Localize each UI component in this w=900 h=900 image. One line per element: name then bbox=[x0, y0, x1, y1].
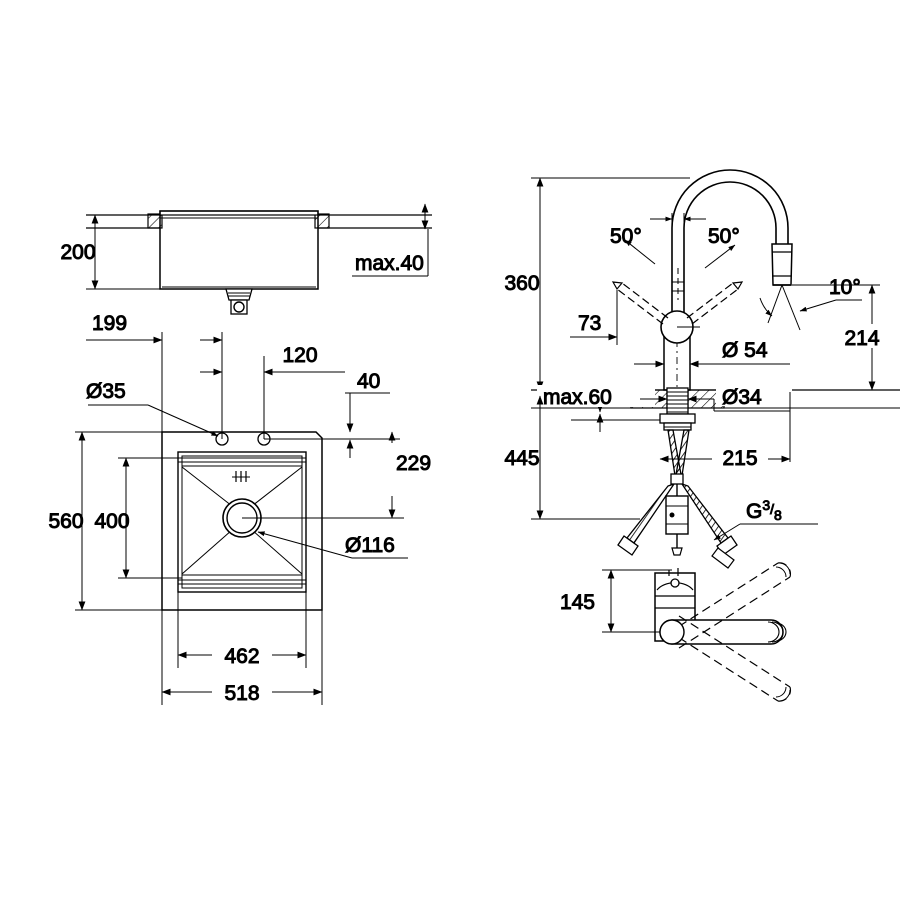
dim-10-label: 10° bbox=[829, 276, 861, 299]
dim-462-label: 462 bbox=[224, 645, 259, 668]
hose-connector bbox=[670, 473, 684, 485]
spray-head-body bbox=[771, 243, 793, 286]
fixing-washer bbox=[659, 413, 696, 424]
swivel-pivot bbox=[659, 619, 685, 645]
dim-518-mask bbox=[212, 679, 272, 703]
dim-400-label: 400 bbox=[94, 510, 129, 533]
dim-d116-leader-diag bbox=[257, 531, 353, 559]
lever-tip-right bbox=[731, 281, 744, 291]
dim-g38-numerator: 3 bbox=[762, 497, 770, 513]
dim-d54-label: Ø 54 bbox=[722, 339, 768, 362]
dim-214-label: 214 bbox=[844, 327, 879, 350]
lever-swing-right-b bbox=[691, 288, 739, 325]
dim-73-label: 73 bbox=[578, 312, 601, 335]
waste-port bbox=[233, 301, 245, 313]
dim-40-label: 40 bbox=[357, 370, 380, 393]
swing-upper-rings bbox=[775, 562, 791, 578]
spray-tilt-line-b bbox=[767, 284, 783, 324]
tap-swivel-plan-view: 145 bbox=[559, 562, 792, 702]
swing-upper-cap bbox=[777, 562, 792, 578]
dim-d116-label: Ø116 bbox=[345, 534, 395, 557]
dim-50-left-label: 50° bbox=[610, 225, 642, 248]
dim-560-label: 560 bbox=[48, 510, 83, 533]
dim-50-left-leader bbox=[624, 239, 656, 265]
dim-215-label: 215 bbox=[722, 447, 757, 470]
dim-360-label: 360 bbox=[504, 272, 539, 295]
dim-d35-label: Ø35 bbox=[86, 380, 126, 403]
bowl-diagonal-tr bbox=[251, 466, 303, 507]
worktop-hatch-left bbox=[147, 213, 163, 229]
dim-max60-mask bbox=[537, 385, 655, 407]
dim-10-arc-left bbox=[759, 297, 773, 317]
dim-d34-label: Ø34 bbox=[722, 386, 762, 409]
spout-swing-caps bbox=[777, 562, 792, 702]
bowl-diagonal-bl bbox=[181, 529, 233, 575]
dim-g38-letter: G bbox=[746, 500, 762, 523]
bowl-diagonal-tl bbox=[181, 466, 233, 507]
dim-445-label: 445 bbox=[504, 447, 539, 470]
swing-upper-b bbox=[678, 576, 791, 649]
dim-50-right-leader bbox=[704, 244, 736, 269]
lever-swing-left-b bbox=[616, 288, 664, 325]
counterweight-screw bbox=[669, 512, 675, 518]
lever-tip-left bbox=[611, 281, 624, 291]
dim-d34-mask bbox=[716, 384, 792, 406]
hose-thread-right bbox=[711, 547, 735, 569]
swing-lower-cap bbox=[777, 686, 792, 702]
dim-g38-slash: / bbox=[770, 501, 774, 517]
spout-outer-curve bbox=[671, 169, 789, 330]
tap-shank-thread bbox=[667, 391, 688, 413]
dim-200-label: 200 bbox=[60, 241, 95, 264]
dim-10-leader bbox=[799, 299, 837, 312]
spout-arm-end-rings bbox=[767, 621, 787, 643]
dim-518-label: 518 bbox=[224, 682, 259, 705]
dim-199-label: 199 bbox=[92, 312, 127, 335]
sink-plan-view: 199 120 40 Ø35 229 560 400 bbox=[48, 312, 432, 706]
dim-max40-label: max.40 bbox=[355, 252, 424, 275]
bowl-diagonal-br bbox=[251, 529, 303, 575]
weight-end-cap bbox=[671, 547, 683, 556]
dim-g38-leader-diag bbox=[713, 523, 741, 541]
hose-fitting-left bbox=[617, 535, 639, 556]
sink-cross-section: 200 max.40 bbox=[60, 203, 432, 315]
swing-upper-a bbox=[666, 562, 779, 635]
fixing-nut bbox=[663, 422, 692, 431]
spray-tilt-line-a bbox=[781, 284, 801, 331]
swing-lower-a bbox=[666, 629, 779, 702]
swivel-top-port bbox=[670, 578, 680, 588]
dim-g38-label: G3/8 bbox=[746, 497, 782, 523]
swing-lower-rings bbox=[775, 686, 791, 702]
spout-inner-curve bbox=[683, 181, 777, 330]
waste-body bbox=[225, 288, 253, 301]
dim-g38-denominator: 8 bbox=[774, 507, 782, 523]
lever-swing-left-a bbox=[621, 282, 669, 319]
dim-max60-label: max.60 bbox=[543, 386, 612, 409]
lever-swing-indicators bbox=[616, 282, 739, 325]
dim-229-label: 229 bbox=[396, 452, 431, 475]
dim-120-label: 120 bbox=[282, 344, 317, 367]
counterweight bbox=[665, 495, 689, 535]
spout-swing-positions bbox=[666, 562, 791, 702]
worktop-hatch-right bbox=[314, 213, 330, 229]
dim-215-mask bbox=[712, 444, 768, 468]
dim-462-mask bbox=[212, 642, 272, 666]
dim-214-mask bbox=[840, 324, 884, 348]
tap-elevation-view: 360 50° 50° 10° 73 Ø 54 214 bbox=[504, 169, 900, 569]
sink-bowl-inner-outline bbox=[181, 455, 303, 589]
swing-lower-b bbox=[678, 615, 791, 688]
dim-145-label: 145 bbox=[560, 591, 595, 614]
lever-swing-right-a bbox=[686, 282, 734, 319]
dim-d35-leader-diag bbox=[147, 404, 219, 437]
dim-50-right-label: 50° bbox=[708, 225, 740, 248]
